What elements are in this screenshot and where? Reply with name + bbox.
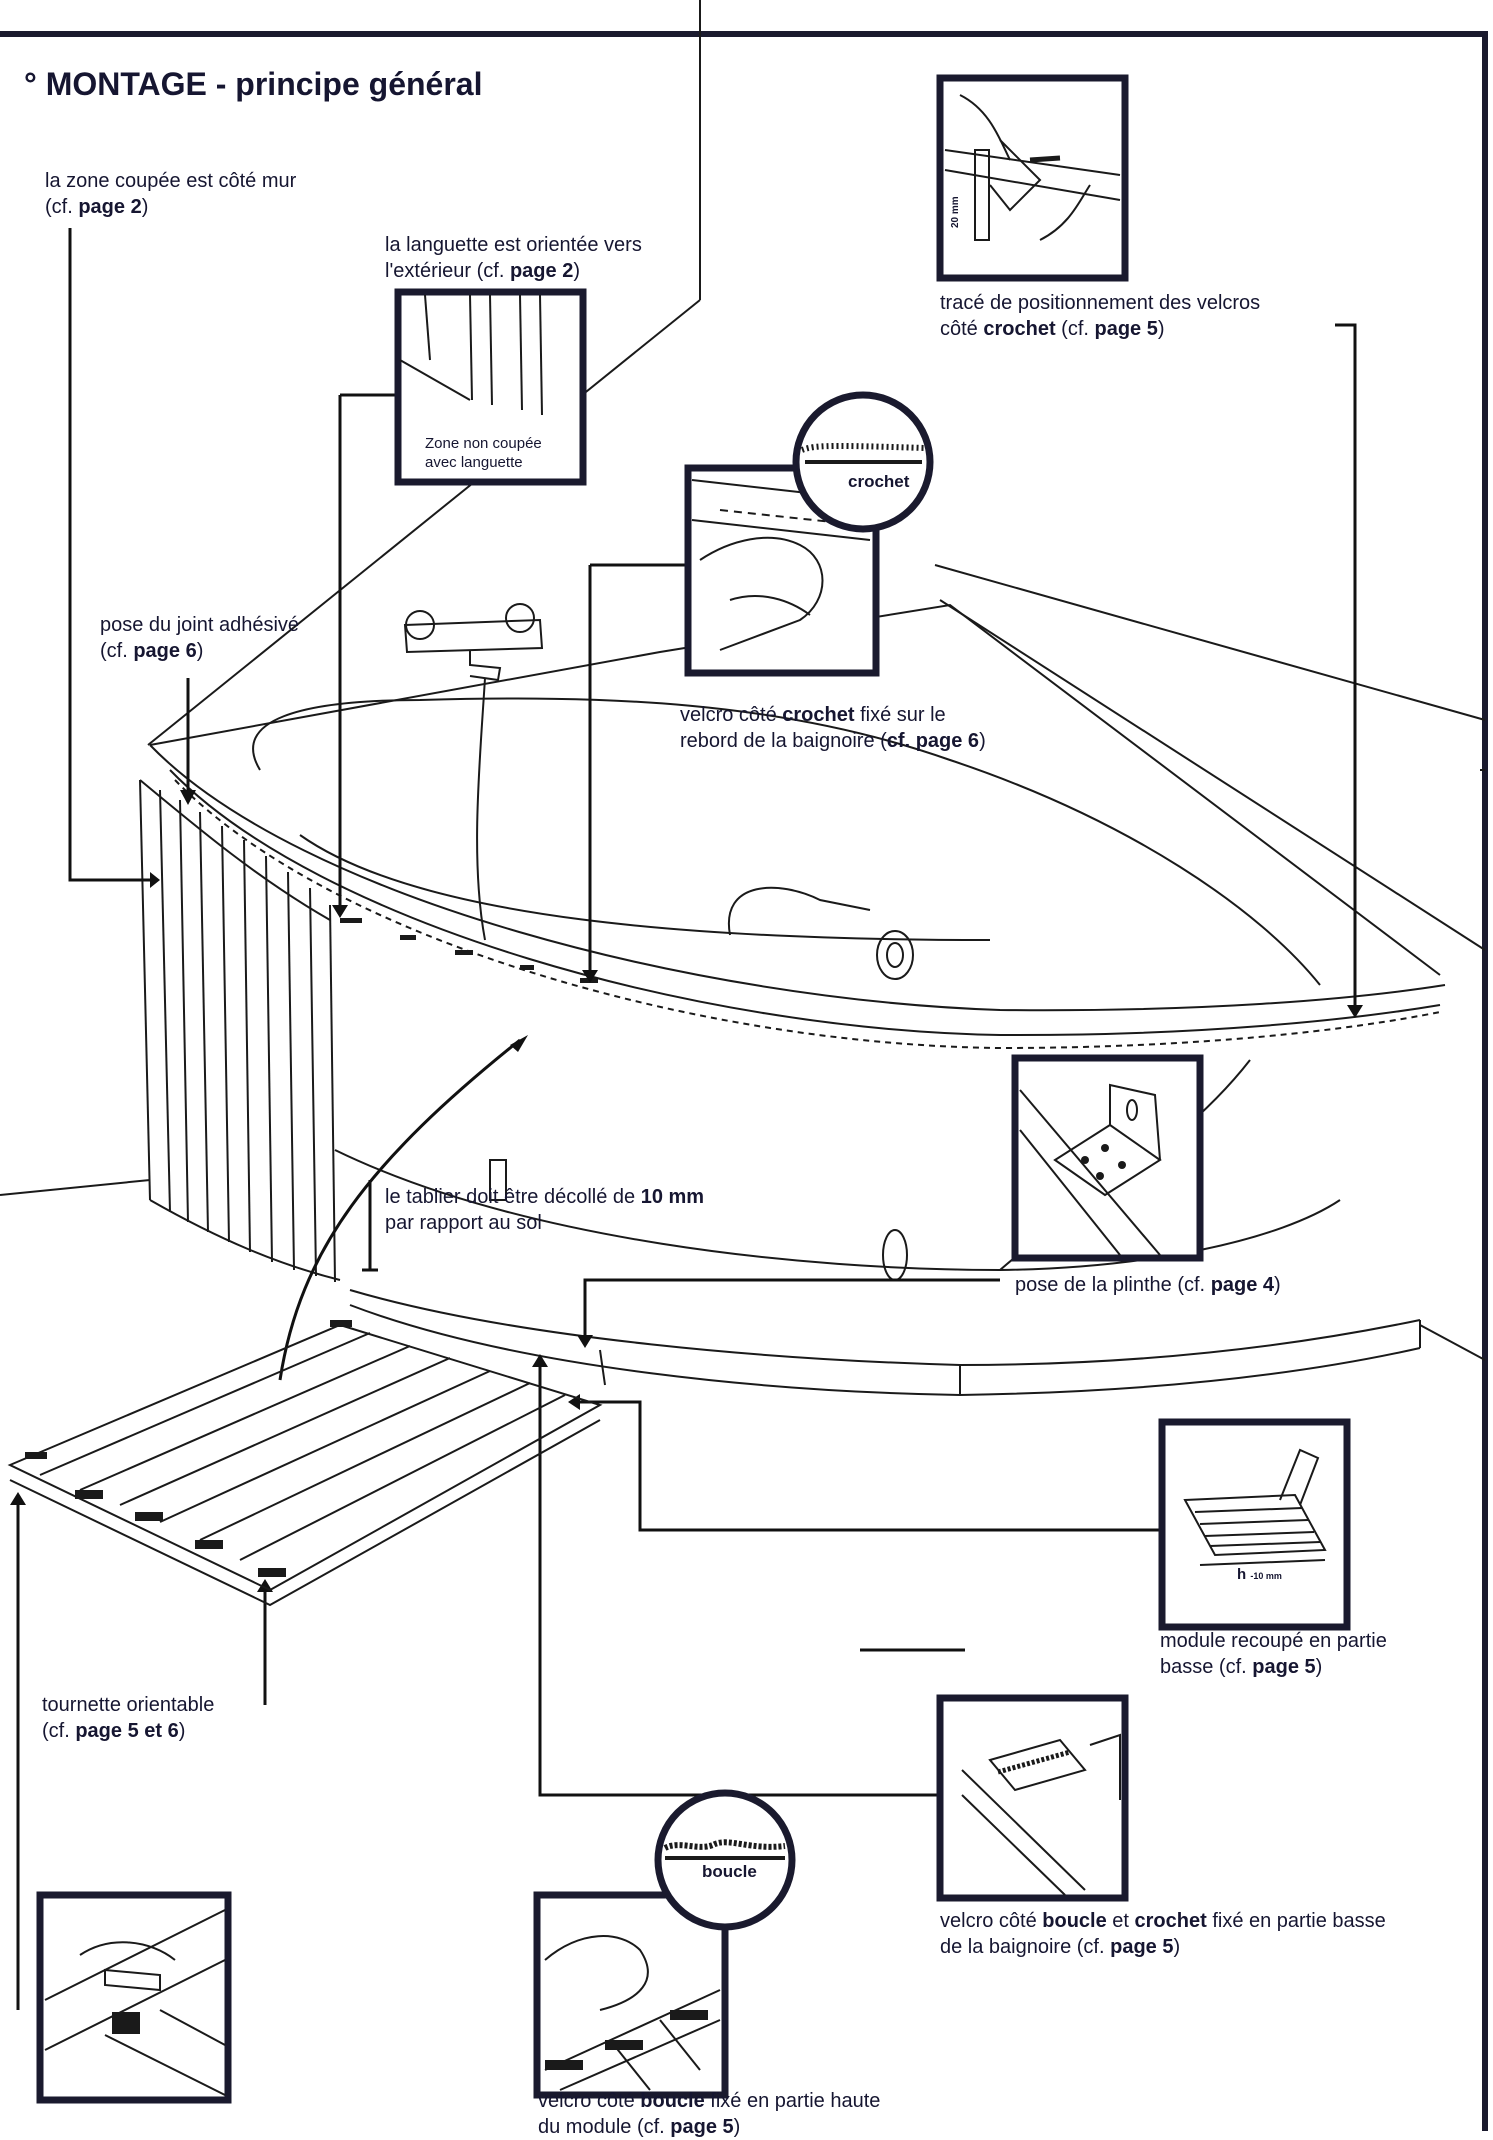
label-plinthe: pose de la plinthe (cf. page 4) xyxy=(1015,1274,1281,1296)
label-tournette: tournette orientable (cf. page 5 et 6) xyxy=(42,1694,215,1742)
label-velcro-crochet: velcro côté crochet fixé sur le rebord d… xyxy=(680,704,986,752)
label-velcro-boucle-crochet: velcro côté boucle et crochet fixé en pa… xyxy=(940,1910,1386,1958)
label-module: module recoupé en partie basse (cf. page… xyxy=(1160,1630,1387,1678)
inset-tracing-drawing xyxy=(944,94,1121,241)
inset-tournette-drawing xyxy=(44,1909,226,2096)
crochet-tag: crochet xyxy=(848,472,910,491)
crochet-hooks xyxy=(800,442,926,453)
h-dimension: h -10 mm xyxy=(1237,1566,1282,1583)
inset-tournette xyxy=(36,1891,232,2104)
boucle-loops xyxy=(663,1839,786,1851)
inset-boucle-crochet-drawing xyxy=(961,1733,1121,1896)
arrowheads xyxy=(10,790,1363,1592)
label-languette: la languette est orientée vers l'extérie… xyxy=(385,234,642,282)
module-velcro-tabs xyxy=(25,1320,352,1577)
inset-bracket xyxy=(1011,1054,1204,1262)
inset-boucle-crochet xyxy=(936,1694,1129,1902)
inset-bracket-drawing xyxy=(1019,1083,1162,1256)
rim-velcro-marks xyxy=(340,918,598,983)
label-zone-non-coupee: Zone non coupée avec languette xyxy=(425,435,542,471)
inset-tracing xyxy=(936,74,1129,282)
label-trace: tracé de positionnement des velcros côté… xyxy=(940,292,1261,340)
inset-languette-drawing xyxy=(399,294,543,416)
label-zone-coupee: la zone coupée est côté mur (cf. page 2) xyxy=(45,170,297,218)
bracket-holes xyxy=(1081,1144,1126,1180)
boucle-tag: boucle xyxy=(702,1862,757,1881)
boucle-pads xyxy=(545,2010,708,2070)
tournette-pad xyxy=(112,2012,140,2034)
skirt-panel-slats xyxy=(139,779,341,1283)
module-panel xyxy=(7,1323,603,1607)
page-title: ° MONTAGE - principe général xyxy=(24,66,483,102)
page-frame xyxy=(0,31,1488,2131)
label-velcro-boucle: velcro côté boucle fixé en partie haute … xyxy=(538,2090,881,2138)
inset-module-cut xyxy=(1158,1418,1351,1631)
callout-lines xyxy=(16,228,1357,2010)
label-joint: pose du joint adhésivé (cf. page 6) xyxy=(100,614,300,662)
dim-20mm: 20 mm xyxy=(950,196,961,228)
inset-module-cut-drawing xyxy=(1183,1448,1327,1566)
label-tablier: le tablier doit être décollé de 10 mm pa… xyxy=(385,1186,705,1234)
label-zone-coupee-line1: la zone coupée est côté mur xyxy=(45,170,297,192)
